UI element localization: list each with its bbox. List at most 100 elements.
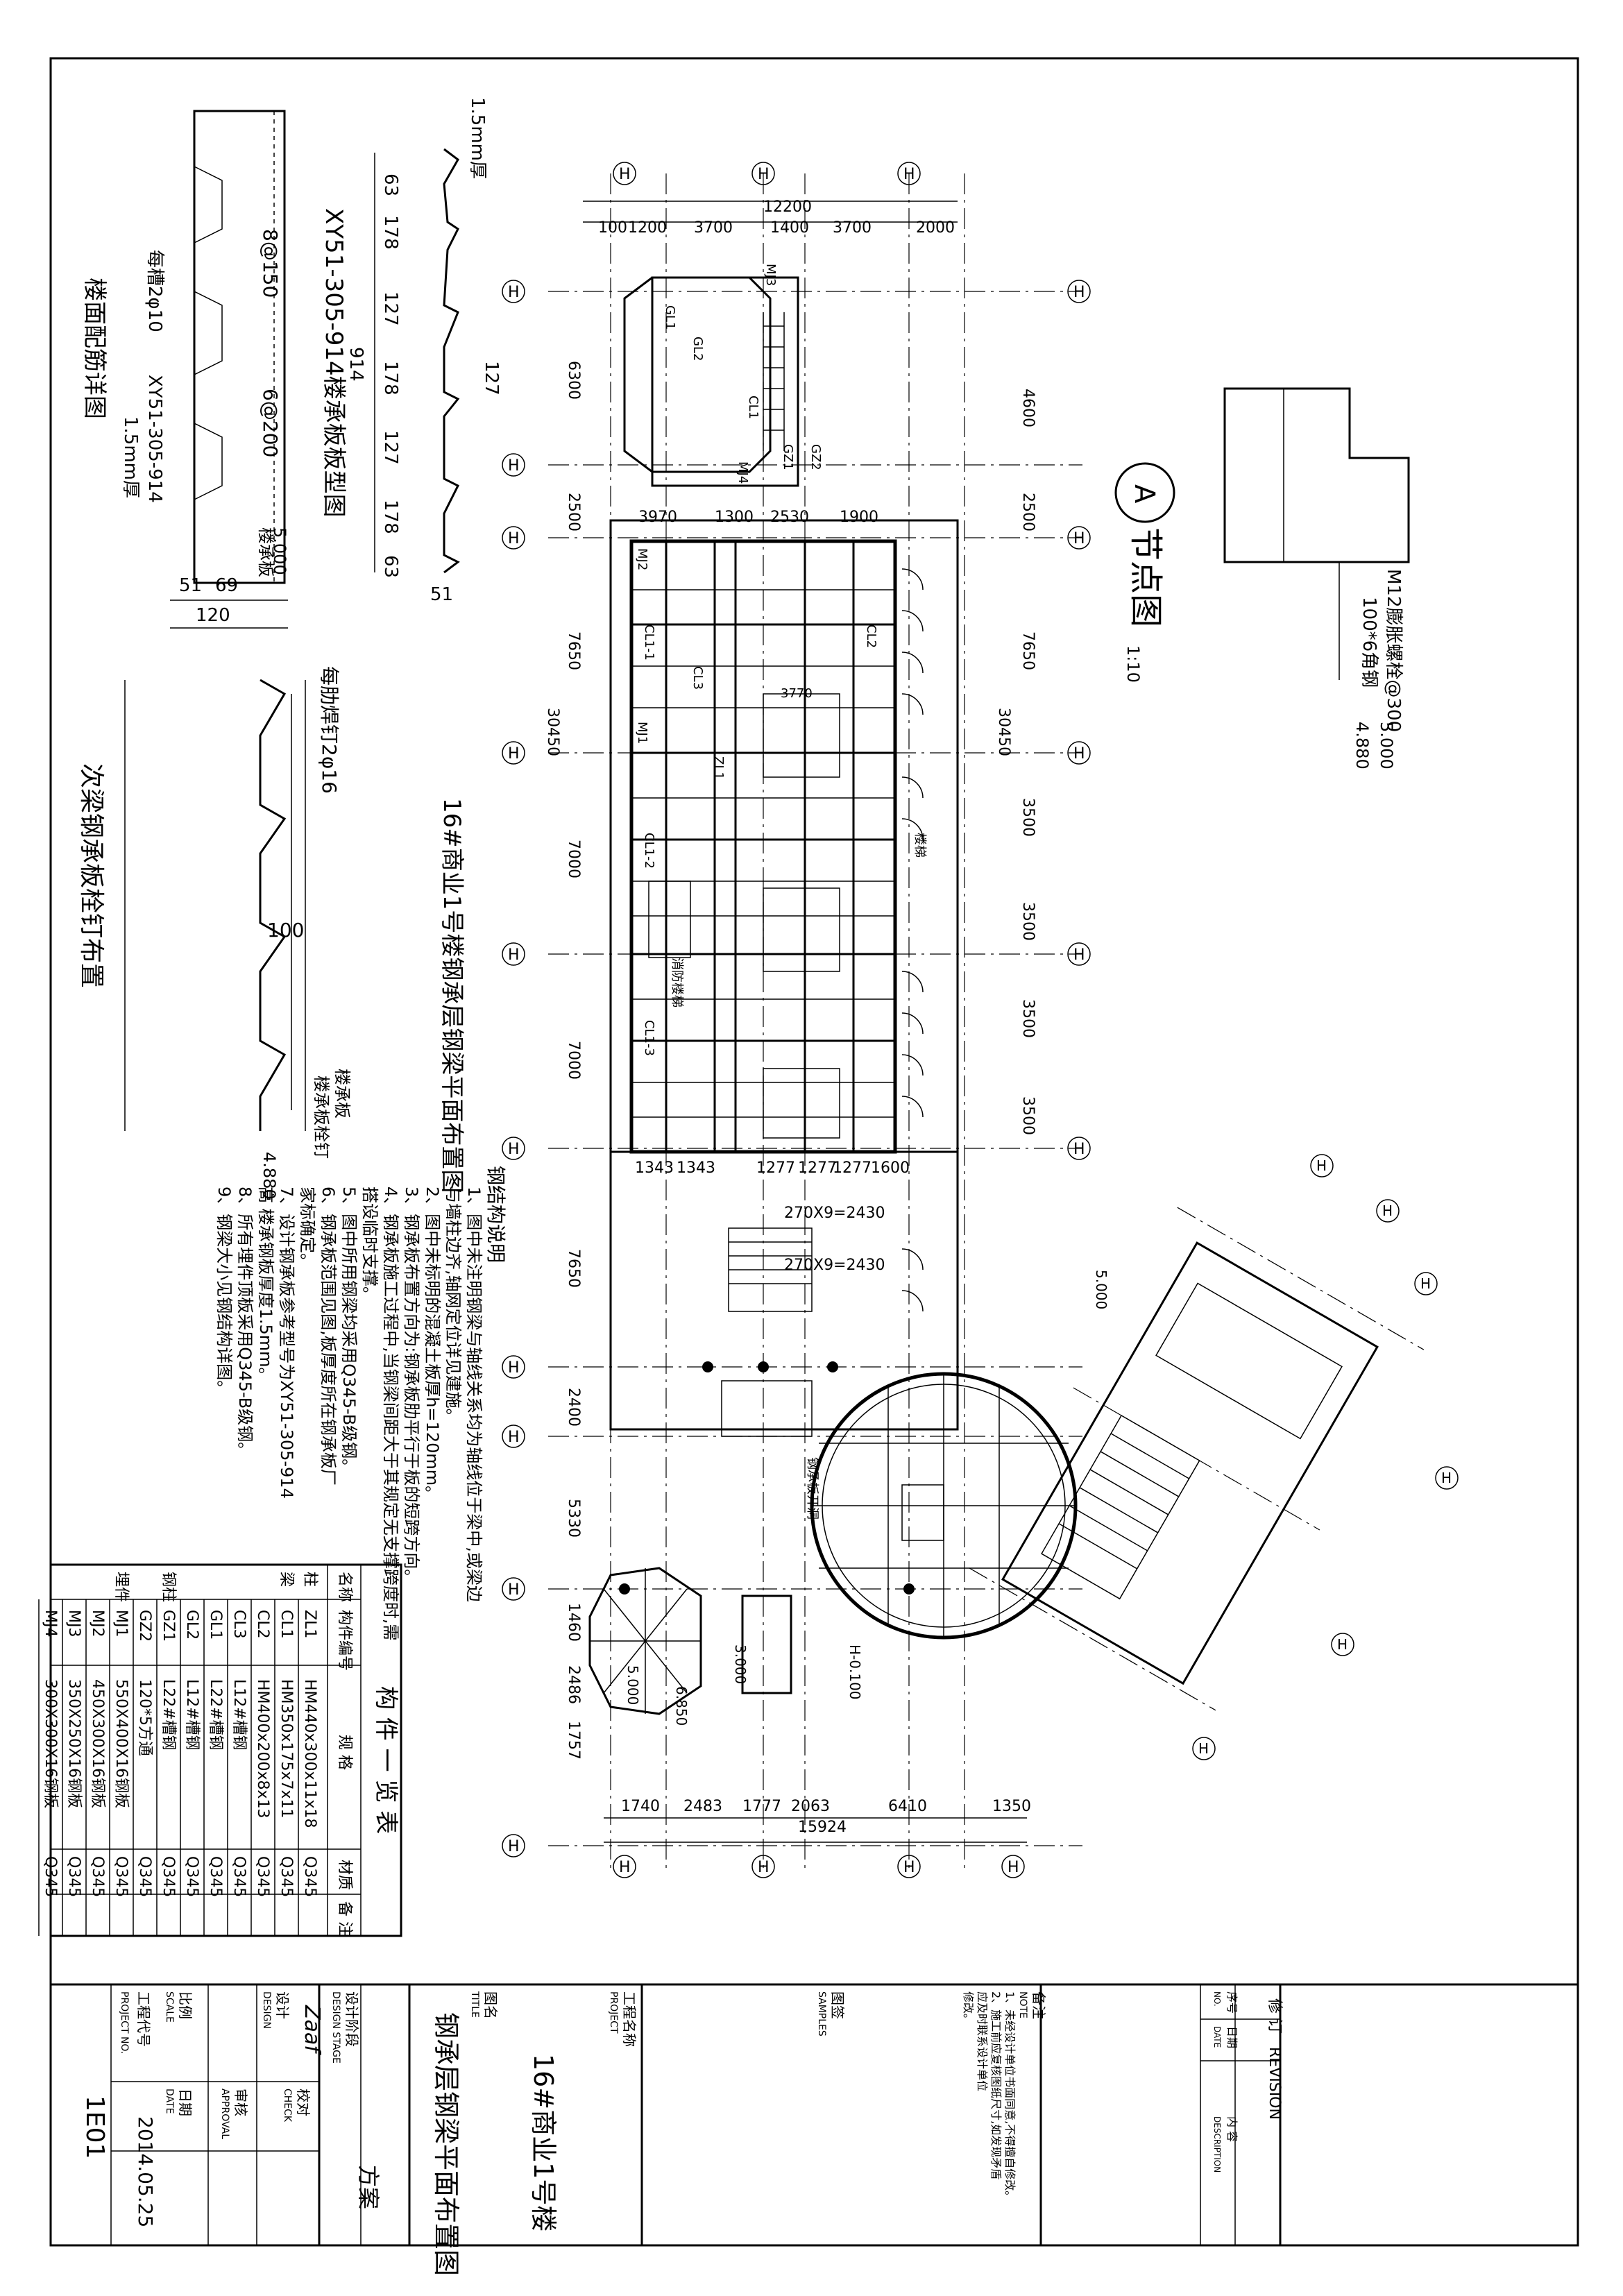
grid-bubble-label: H — [1073, 946, 1085, 964]
left-dim-9: 1460 — [565, 1603, 582, 1642]
grid-bubble-label: H — [1337, 1636, 1348, 1653]
beam-dim: 100 — [267, 919, 304, 942]
left-dim-8: 5330 — [565, 1499, 582, 1538]
elev-4: 5.000 — [624, 1665, 641, 1705]
date-label-en: DATE — [164, 2089, 175, 2114]
grid-bubble-label: H — [903, 1859, 915, 1876]
table-cell-material: Q345 — [136, 1856, 153, 1897]
grid-bubble-label: H — [508, 745, 520, 763]
node-scale: 1:10 — [1123, 645, 1143, 683]
deck-thickness: 1.5mm厚 — [467, 97, 488, 179]
left-dim-1: 6300 — [565, 361, 582, 400]
note-1b: 与墙柱边齐,轴网定位详见建施。 — [443, 1187, 463, 1425]
grid-bubble-label: H — [1073, 284, 1085, 301]
table-cell-code: MJ2 — [89, 1610, 106, 1637]
drawing-label: 图名 — [482, 1991, 499, 2019]
floor-detail-group: 8@150 6@200 每槽2φ10 XY51-305-914 1.5mm厚 楼… — [80, 110, 289, 629]
table-cell-code: MJ4 — [42, 1610, 59, 1637]
columns — [619, 1361, 915, 1595]
rev-hdr-no-en: NO. — [1212, 1991, 1222, 2007]
table-cell-spec: 120*5方通 — [136, 1679, 153, 1756]
grid-bubble-label: H — [1316, 1157, 1327, 1174]
label-zl1: ZL1 — [711, 756, 726, 780]
note-label: 备注 — [1030, 1991, 1047, 2019]
left-dim-4: 7000 — [565, 840, 582, 878]
stair-dim-2: 1300 — [715, 509, 754, 526]
door-swings — [901, 568, 924, 1312]
note-4b: 搭设临时支撑。 — [360, 1187, 380, 1303]
check-label-en: CHECK — [282, 2089, 293, 2123]
label-gz2: GZ2 — [808, 444, 823, 470]
tb-note-3: 应及时联系设计单位 — [976, 1991, 989, 2091]
deck-dim-4: 178 — [380, 361, 401, 396]
title-block: 1E01 工程代号 PROJECT NO. 比例 SCALE 日期 DATE 2… — [49, 1983, 1579, 2276]
table-cell-spec: 450X300X16钢板 — [89, 1679, 106, 1808]
bay-dim-3: 1277 — [756, 1159, 795, 1177]
bottom-dim-3: 1777 — [742, 1798, 781, 1815]
floor-stud: 每槽2φ10 — [144, 250, 165, 332]
note-6: 6、钢承板范围见图,板厚度所在钢承板厂 — [318, 1187, 338, 1486]
bottom-dim-4: 2063 — [791, 1798, 830, 1815]
stage-value: 方案 — [355, 2165, 382, 2209]
left-dim-2: 2500 — [565, 493, 582, 532]
floor-deck: XY51-305-914 — [144, 375, 165, 503]
stage-label-en: DESIGN STAGE — [330, 1991, 341, 2064]
grid-bubble-label: H — [508, 1359, 520, 1377]
tag-fire-stair: 消防楼梯 — [670, 958, 684, 1007]
stair-runs — [648, 693, 840, 1139]
table-cell-code: GL1 — [207, 1610, 224, 1640]
floor-dim-total: 120 — [196, 605, 230, 626]
left-dim-6: 7650 — [565, 1249, 582, 1288]
deck-dim-5: 127 — [380, 430, 401, 465]
grid-bubble-label: H — [508, 946, 520, 964]
node-bolt: M12膨胀螺栓@300 — [1383, 569, 1404, 732]
beam-elev: 4.880 — [260, 1152, 279, 1200]
table-cell-material: Q345 — [278, 1856, 295, 1897]
note-6b: 家标确定。 — [298, 1187, 317, 1270]
note-9: 9、钢梁大小见钢结构详图。 — [214, 1187, 234, 1397]
grid-bubble-label: H — [1008, 1859, 1019, 1876]
stair-octagon — [623, 276, 772, 473]
grid-bubble-label: H — [619, 1859, 631, 1876]
table-cell-code: CL2 — [254, 1610, 271, 1639]
table-cell-category: 柱 — [301, 1572, 318, 1587]
grid-bubble-label: H — [1198, 1740, 1209, 1757]
deck-dim-2: 178 — [380, 215, 401, 250]
table-cell-code: CL3 — [230, 1610, 248, 1639]
main-block-outer — [609, 519, 959, 1153]
label-cl1-1: CL1-1 — [642, 624, 656, 661]
label-mj4: MJ4 — [736, 461, 750, 484]
rev-hdr-no: 序号 — [1225, 1991, 1239, 2014]
seal-label: 图签 — [829, 1991, 846, 2019]
stair-core — [651, 276, 799, 487]
deck-profile-group: 63 178 127 178 127 178 63 914 127 51 1.5… — [320, 97, 502, 605]
elev-3: 3.000 — [732, 1644, 749, 1684]
grid-bubble-label: H — [758, 166, 770, 183]
node-angle: 100*6角钢 — [1359, 597, 1379, 688]
tb-note-4: 修改。 — [962, 1991, 975, 2025]
table-cell-code: MJ1 — [112, 1610, 130, 1637]
grid-bubble-label: H — [508, 284, 520, 301]
table-cell-spec: HM350x175x7x11 — [278, 1679, 295, 1819]
label-cl3: CL3 — [690, 666, 705, 690]
note-5: 5、图中所用钢梁均采用Q345-B级钢。 — [339, 1187, 359, 1475]
beam-detail-title: 次梁钢承板栓钉布置 — [77, 763, 105, 988]
bay-dim-5: 1277 — [833, 1159, 872, 1177]
deck-dim-6: 178 — [380, 500, 401, 534]
right-dim-5: 3500 — [1019, 902, 1037, 941]
rev-hdr-desc: 内 容 — [1225, 2116, 1239, 2142]
table-rows: 柱ZL1HM440x300x11x18Q345梁CL1HM350x175x7x1… — [38, 1572, 318, 1936]
plan-title: 16#商业1号楼钢承层钢梁平面布置图 — [438, 798, 466, 1193]
table-cell-material: Q345 — [301, 1856, 318, 1897]
stair-dim-1: 3970 — [638, 509, 677, 526]
project-label: 工程名称 — [621, 1991, 638, 2047]
left-dim-5: 7000 — [565, 1041, 582, 1080]
right-dim-4: 3500 — [1019, 798, 1037, 837]
floor-rebar-b: 6@200 — [259, 389, 282, 457]
sheet-number: 1E01 — [80, 2095, 109, 2159]
table-cell-category: 钢柱 — [160, 1572, 177, 1602]
tb-note-1: 1、未经设计单位书面同意,不得擅自修改。 — [1003, 1991, 1017, 2202]
label-gl1: GL1 — [663, 305, 677, 330]
label-cl2: CL2 — [864, 624, 878, 648]
beam-stud: 每肋焊钉2φ16 — [318, 666, 341, 794]
